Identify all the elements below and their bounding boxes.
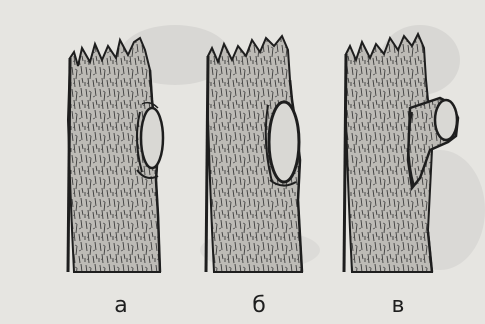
trunk-b [206,36,302,272]
cut-wound-a [141,108,163,168]
trunk-a [68,38,163,272]
cut-face-v [435,100,457,140]
panel-label-b: б [244,294,274,318]
panel-label-v: в [383,294,413,318]
cut-wound-b [269,102,299,182]
panel-label-a: а [106,294,136,318]
